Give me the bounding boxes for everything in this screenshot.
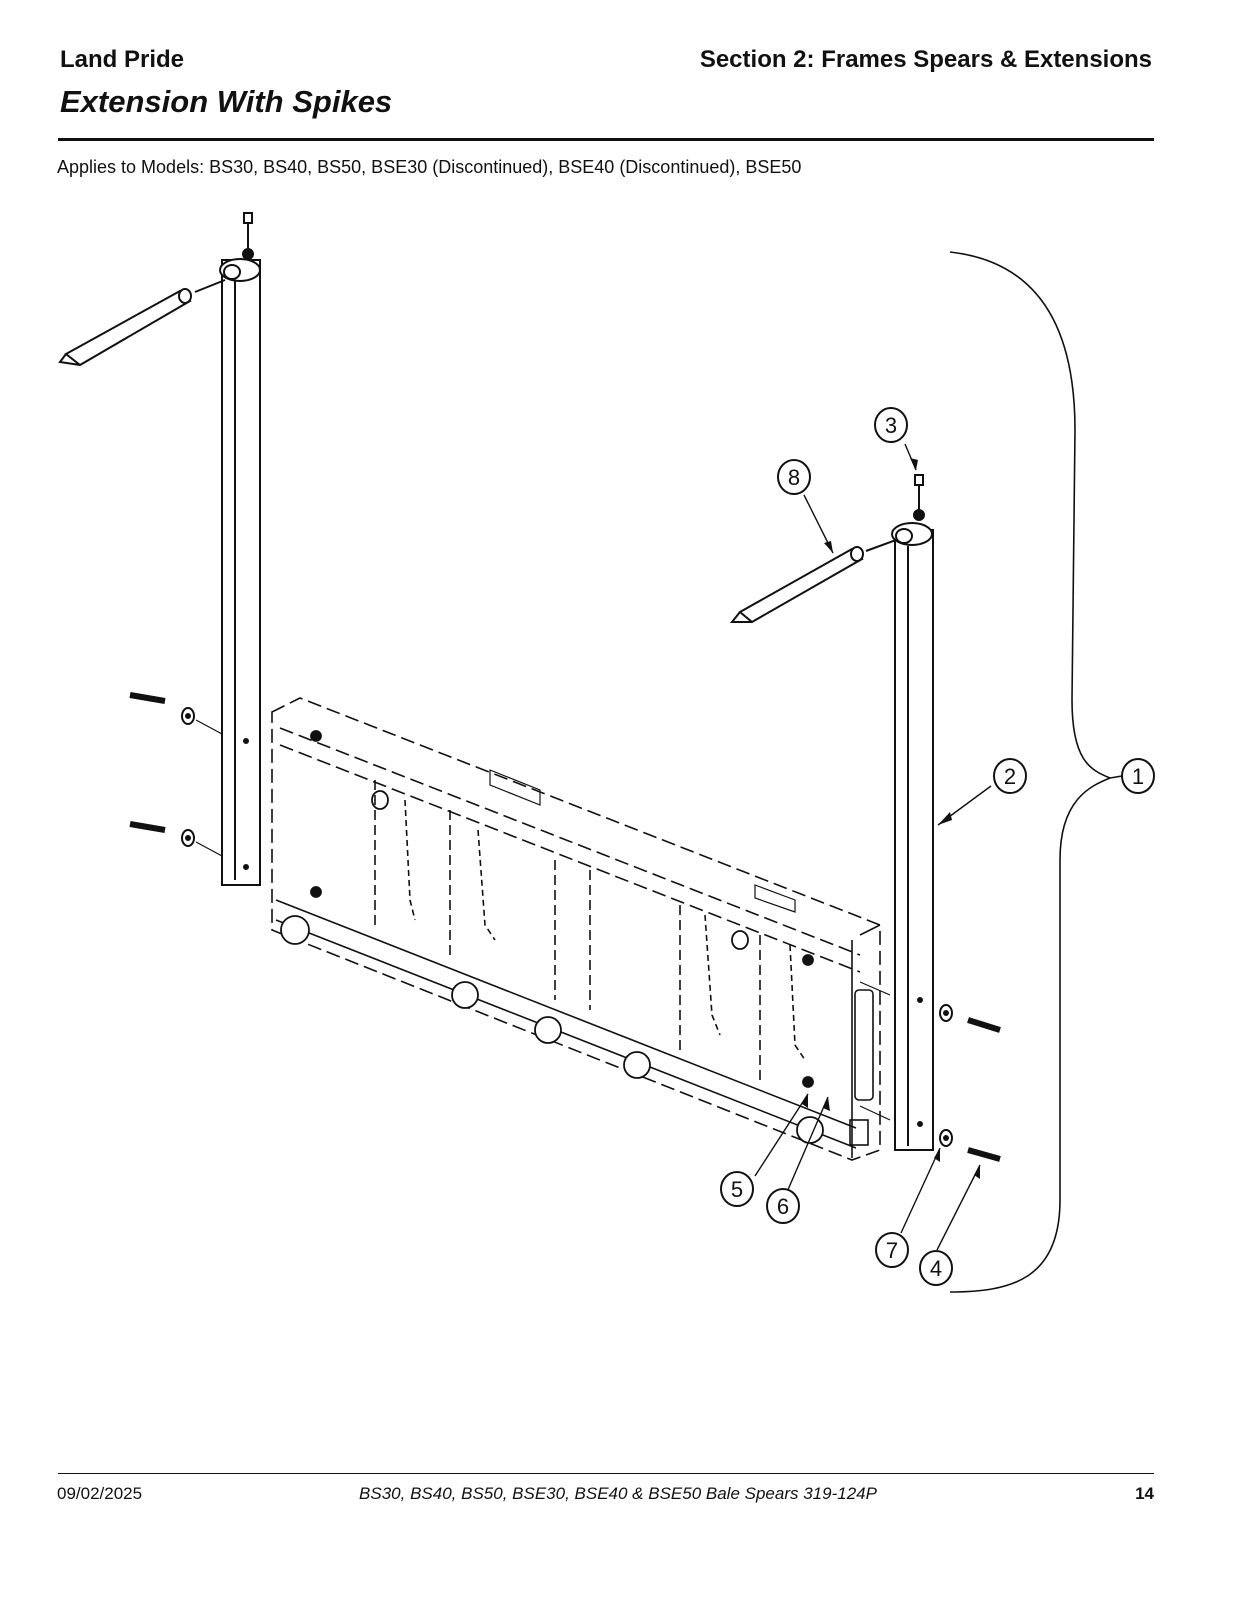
section-title: Section 2: Frames Spears & Extensions [699,46,1152,73]
callout-1: 1 [1121,758,1155,794]
callout-6: 6 [766,1188,800,1224]
footer-date: 09/02/2025 [57,1484,143,1503]
svg-text:6: 6 [777,1194,789,1219]
parts-diagram: 1 2 3 4 5 6 7 8 [58,212,1155,1293]
svg-text:1: 1 [1132,764,1144,789]
leader-arrowheads [802,458,980,1179]
bale-spear-frame [271,697,881,1161]
page-title: Extension With Spikes [60,84,393,119]
assembly-bracket [949,251,1113,1293]
right-extension-tube [891,474,934,1151]
callout-4: 4 [919,1250,953,1286]
svg-text:2: 2 [1004,764,1016,789]
footer-rule [58,1473,1154,1474]
left-bolts [129,692,223,857]
page-number: 14 [1135,1484,1154,1503]
applies-to-models: Applies to Models: BS30, BS40, BS50, BSE… [57,157,802,177]
callout-8: 8 [777,459,811,495]
callout-2: 2 [993,758,1027,794]
svg-text:3: 3 [885,413,897,438]
left-extension-tube [219,212,261,886]
header-rule [58,138,1154,141]
svg-text:4: 4 [930,1256,942,1281]
svg-text:5: 5 [731,1177,743,1202]
callout-7: 7 [875,1232,909,1268]
right-bolts [859,981,1001,1162]
frame-feet [280,730,824,1144]
callout-5: 5 [720,1171,754,1207]
footer-document-title: BS30, BS40, BS50, BSE30, BSE40 & BSE50 B… [359,1484,877,1503]
left-spike [58,279,226,367]
svg-text:8: 8 [788,465,800,490]
leader-lines [754,443,1123,1251]
callout-3: 3 [874,407,908,443]
svg-text:7: 7 [886,1238,898,1263]
brand-name: Land Pride [60,46,185,73]
right-spike [729,539,897,624]
